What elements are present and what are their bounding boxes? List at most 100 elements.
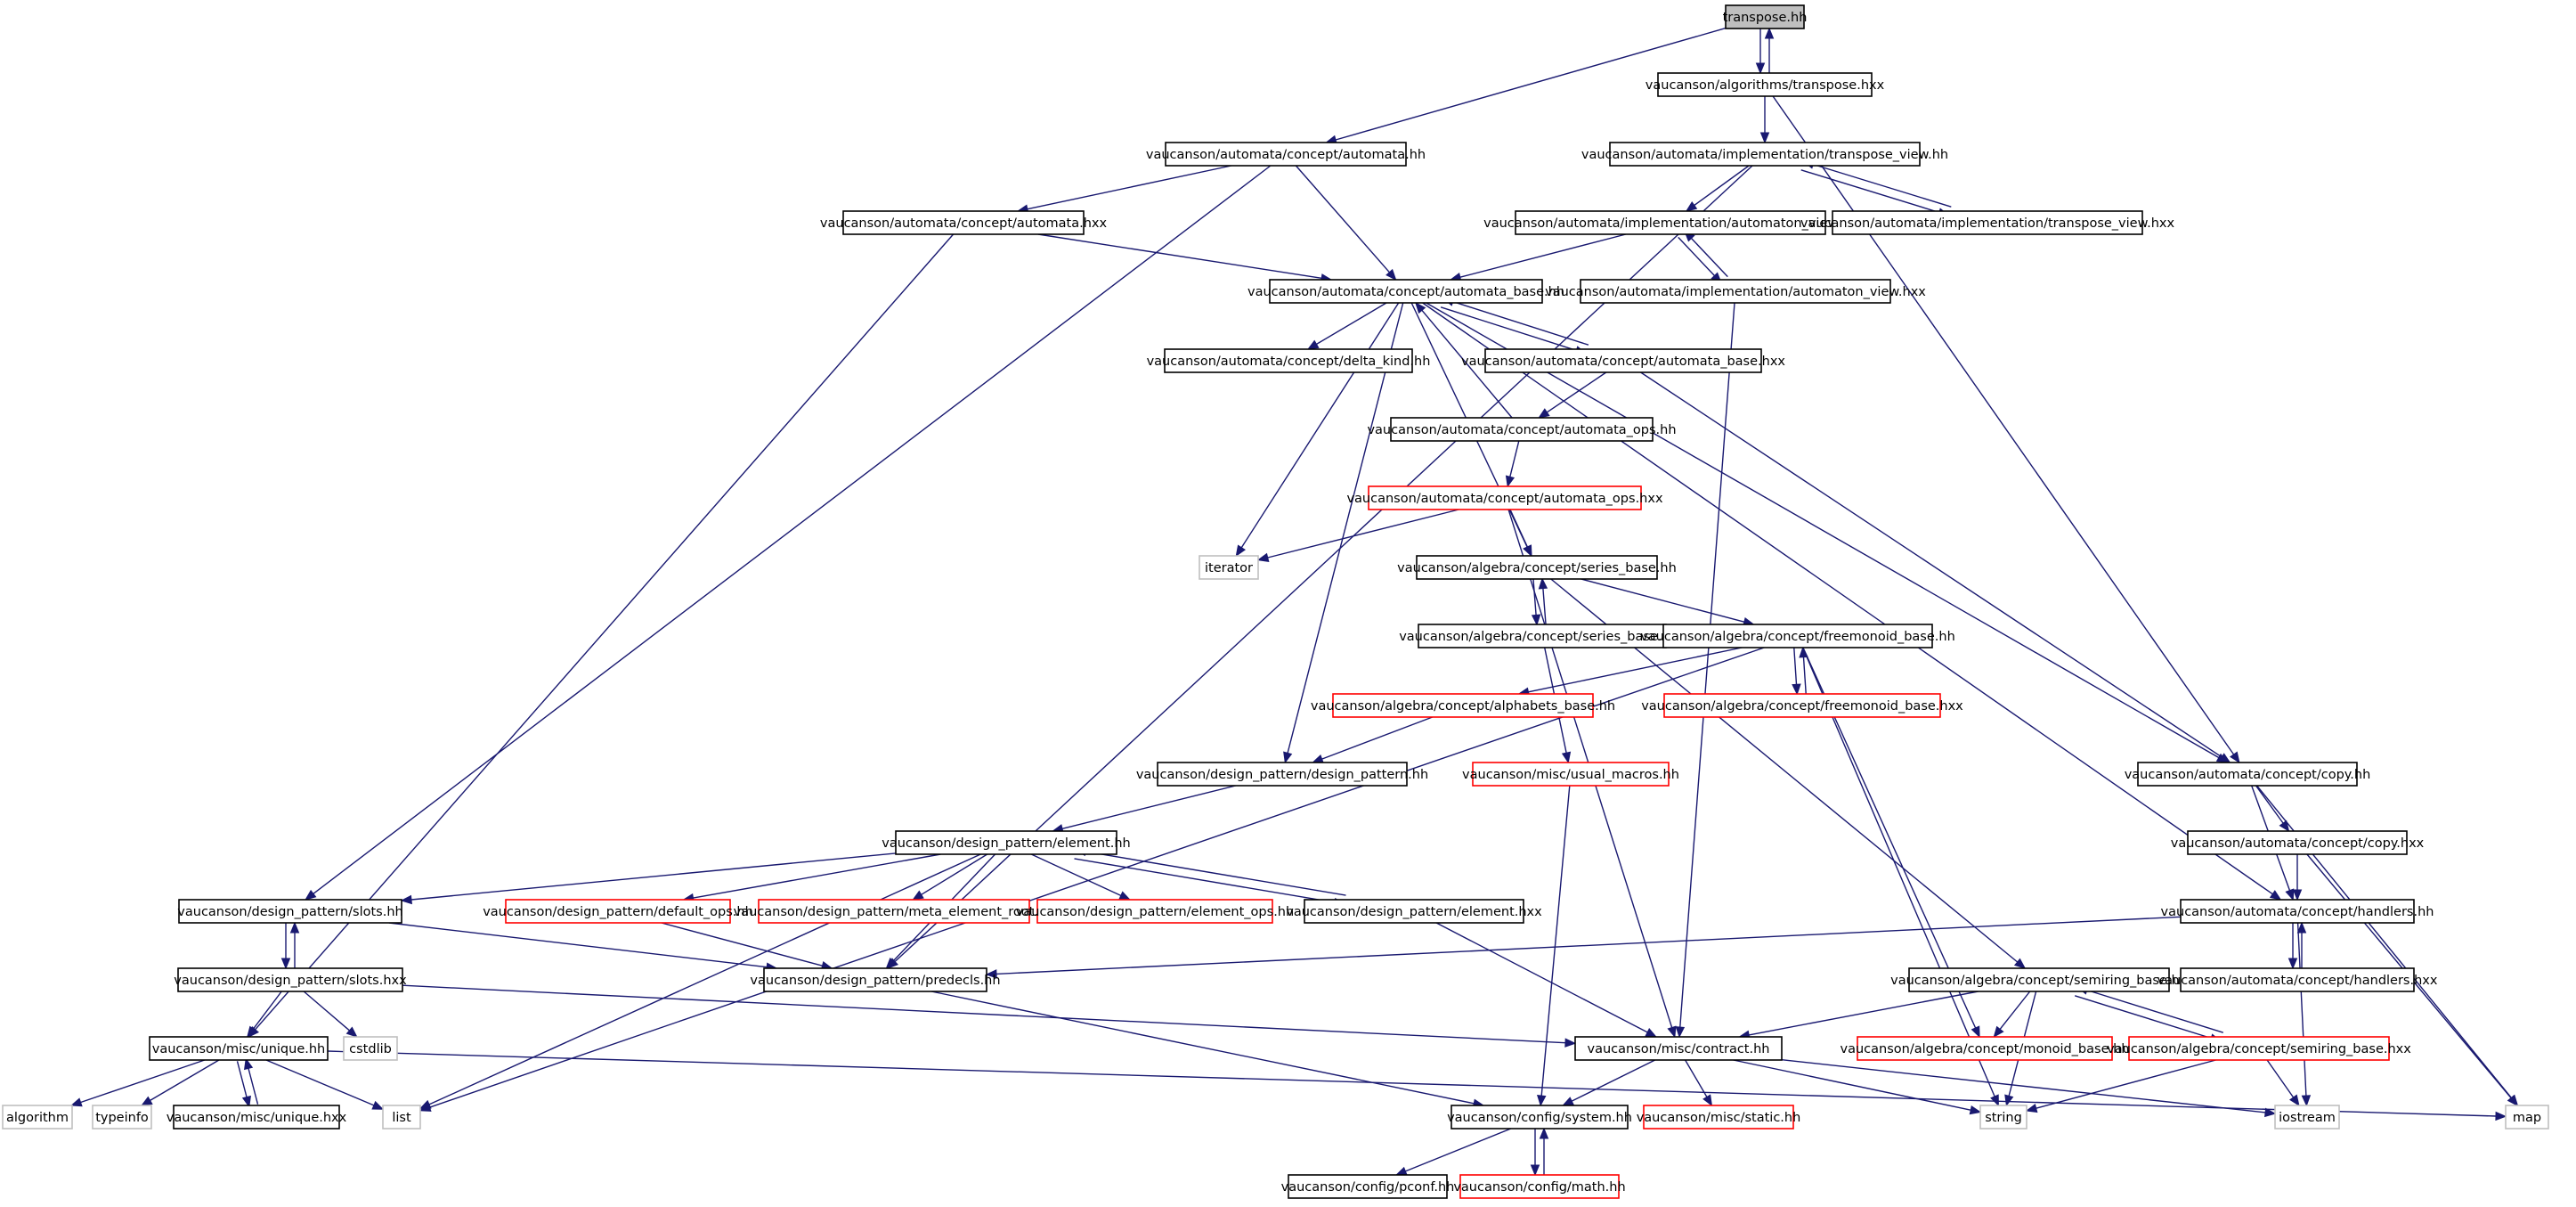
node-n40: typeinfo [92, 1105, 152, 1130]
node-n8[interactable]: vaucanson/automata/implementation/automa… [1545, 279, 1926, 304]
node-n44[interactable]: vaucanson/misc/static.hh [1637, 1105, 1801, 1130]
edge-n15-n14 [1538, 577, 1548, 624]
node-n6[interactable]: vaucanson/automata/implementation/transp… [1800, 210, 2175, 235]
node-n19[interactable]: vaucanson/design_pattern/design_pattern.… [1136, 762, 1428, 787]
node-label: vaucanson/design_pattern/element_ops.hh [1016, 905, 1294, 919]
edge-line [1422, 302, 2273, 895]
edge-n29-n46 [2296, 922, 2312, 1107]
node-n0[interactable]: transpose.hh [1723, 4, 1808, 29]
node-box [505, 899, 731, 924]
node-n21[interactable]: vaucanson/automata/concept/copy.hh [2125, 762, 2371, 787]
edge-line [2086, 989, 2224, 1033]
edge-n38-n46 [2266, 1059, 2300, 1107]
edge-n7-n19 [1283, 302, 1404, 764]
edge-line [930, 991, 1475, 1105]
edge-n30-n24 [289, 921, 300, 968]
node-n9[interactable]: vaucanson/automata/concept/delta_kind.hh [1147, 348, 1431, 373]
node-n41[interactable]: vaucanson/misc/unique.hxx [167, 1105, 347, 1130]
edge-n38-n32 [2076, 985, 2224, 1033]
node-n26[interactable]: vaucanson/design_pattern/meta_element_ro… [734, 899, 1055, 924]
edge-n8-n5 [1684, 230, 1728, 278]
edge-arrowhead [985, 969, 997, 979]
node-label: vaucanson/automata/concept/delta_kind.hh [1147, 355, 1431, 369]
edge-line [1295, 165, 1390, 273]
edge-arrowhead [2288, 958, 2298, 970]
edge-arrowhead [912, 890, 924, 901]
node-box [1832, 210, 2143, 235]
node-n18[interactable]: vaucanson/algebra/concept/freemonoid_bas… [1641, 693, 1963, 718]
node-n28[interactable]: vaucanson/design_pattern/element.hxx [1286, 899, 1542, 924]
node-n37[interactable]: vaucanson/algebra/concept/monoid_base.hh [1841, 1036, 2130, 1061]
node-label: vaucanson/automata/concept/automata.hxx [820, 216, 1108, 231]
node-n4[interactable]: vaucanson/automata/concept/automata.hxx [820, 210, 1108, 235]
node-label: vaucanson/algebra/concept/semiring_base.… [1890, 974, 2188, 988]
edge-n22-n26 [912, 853, 988, 901]
node-label: vaucanson/algebra/concept/series_base.hx… [1399, 630, 1686, 644]
edge-line [388, 922, 768, 968]
node-label: vaucanson/automata/concept/automata_ops.… [1346, 492, 1662, 506]
edge-n20-n43 [1537, 785, 1571, 1107]
node-n39: algorithm [2, 1105, 73, 1130]
node-n17[interactable]: vaucanson/algebra/concept/alphabets_base… [1311, 693, 1615, 718]
node-label: vaucanson/automata/concept/automata.hh [1146, 148, 1426, 162]
edge-arrowhead [2269, 890, 2282, 901]
node-n46: iostream [2274, 1105, 2340, 1130]
edge-arrowhead [1523, 544, 1532, 558]
edge-line [2255, 785, 2284, 824]
node-n12[interactable]: vaucanson/automata/concept/automata_ops.… [1346, 485, 1663, 510]
node-label: vaucanson/design_pattern/slots.hh [177, 905, 402, 919]
node-box [1416, 555, 1658, 580]
node-n30[interactable]: vaucanson/design_pattern/slots.hxx [174, 967, 407, 992]
node-n11[interactable]: vaucanson/automata/concept/automata_ops.… [1367, 417, 1677, 442]
node-n7[interactable]: vaucanson/automata/concept/automata_base… [1247, 279, 1564, 304]
node-n10[interactable]: vaucanson/automata/concept/automata_base… [1461, 348, 1785, 373]
node-n38[interactable]: vaucanson/algebra/concept/semiring_base.… [2107, 1036, 2411, 1061]
node-n22[interactable]: vaucanson/design_pattern/element.hh [882, 830, 1131, 855]
edge-arrowhead [2004, 1094, 2014, 1107]
edge-arrowhead [1530, 1164, 1540, 1177]
node-n5[interactable]: vaucanson/automata/implementation/automa… [1483, 210, 1857, 235]
node-n34[interactable]: vaucanson/misc/unique.hh [149, 1036, 329, 1061]
node-n1[interactable]: vaucanson/algorithms/transpose.hxx [1646, 72, 1885, 97]
edge-line [1459, 233, 1627, 278]
node-n49[interactable]: vaucanson/config/math.hh [1453, 1174, 1626, 1199]
edge-n10-n7 [1442, 297, 1589, 346]
node-n20[interactable]: vaucanson/misc/usual_macros.hh [1462, 762, 1679, 787]
edge-arrowhead [1667, 1025, 1677, 1039]
node-n3[interactable]: vaucanson/automata/implementation/transp… [1581, 142, 1948, 167]
node-n14[interactable]: vaucanson/algebra/concept/series_base.hh [1397, 555, 1677, 580]
edge-arrowhead [1505, 475, 1516, 488]
node-n25[interactable]: vaucanson/design_pattern/default_ops.hh [483, 899, 753, 924]
node-box [177, 967, 403, 992]
node-n2[interactable]: vaucanson/automata/concept/automata.hh [1146, 142, 1426, 167]
edge-n16-n18 [1792, 648, 1801, 696]
node-n24[interactable]: vaucanson/design_pattern/slots.hh [177, 899, 403, 924]
edge-line [1509, 440, 1520, 477]
node-n31[interactable]: vaucanson/design_pattern/predecls.hh [750, 967, 1001, 992]
node-box [1199, 555, 1259, 580]
edge-arrowhead [2218, 753, 2231, 763]
node-n32[interactable]: vaucanson/algebra/concept/semiring_base.… [1890, 967, 2188, 992]
edge-line [428, 853, 981, 1105]
edge-arrowhead [1645, 1028, 1658, 1038]
edge-arrowhead [418, 1099, 432, 1110]
node-n43[interactable]: vaucanson/config/system.hh [1447, 1105, 1632, 1130]
node-n48[interactable]: vaucanson/config/pconf.hh [1281, 1174, 1455, 1199]
edge-arrowhead [1539, 1127, 1549, 1139]
node-label: vaucanson/design_pattern/slots.hxx [174, 974, 407, 988]
node-n33[interactable]: vaucanson/automata/concept/handlers.hxx [2158, 967, 2438, 992]
edge-arrowhead [345, 1026, 358, 1038]
edge-arrowhead [371, 1100, 385, 1110]
node-box [1157, 762, 1408, 787]
node-n23[interactable]: vaucanson/automata/concept/copy.hxx [2171, 830, 2425, 855]
node-n15[interactable]: vaucanson/algebra/concept/series_base.hx… [1399, 624, 1686, 648]
edge-arrowhead [400, 894, 412, 905]
node-box [1515, 210, 1826, 235]
node-box [1908, 967, 2170, 992]
node-box [842, 210, 1085, 235]
node-n27[interactable]: vaucanson/design_pattern/element_ops.hh [1016, 899, 1294, 924]
node-n16[interactable]: vaucanson/algebra/concept/freemonoid_bas… [1640, 624, 1955, 648]
node-n36[interactable]: vaucanson/misc/contract.hh [1574, 1036, 1783, 1061]
node-box [92, 1105, 152, 1130]
node-n29[interactable]: vaucanson/automata/concept/handlers.hh [2161, 899, 2434, 924]
